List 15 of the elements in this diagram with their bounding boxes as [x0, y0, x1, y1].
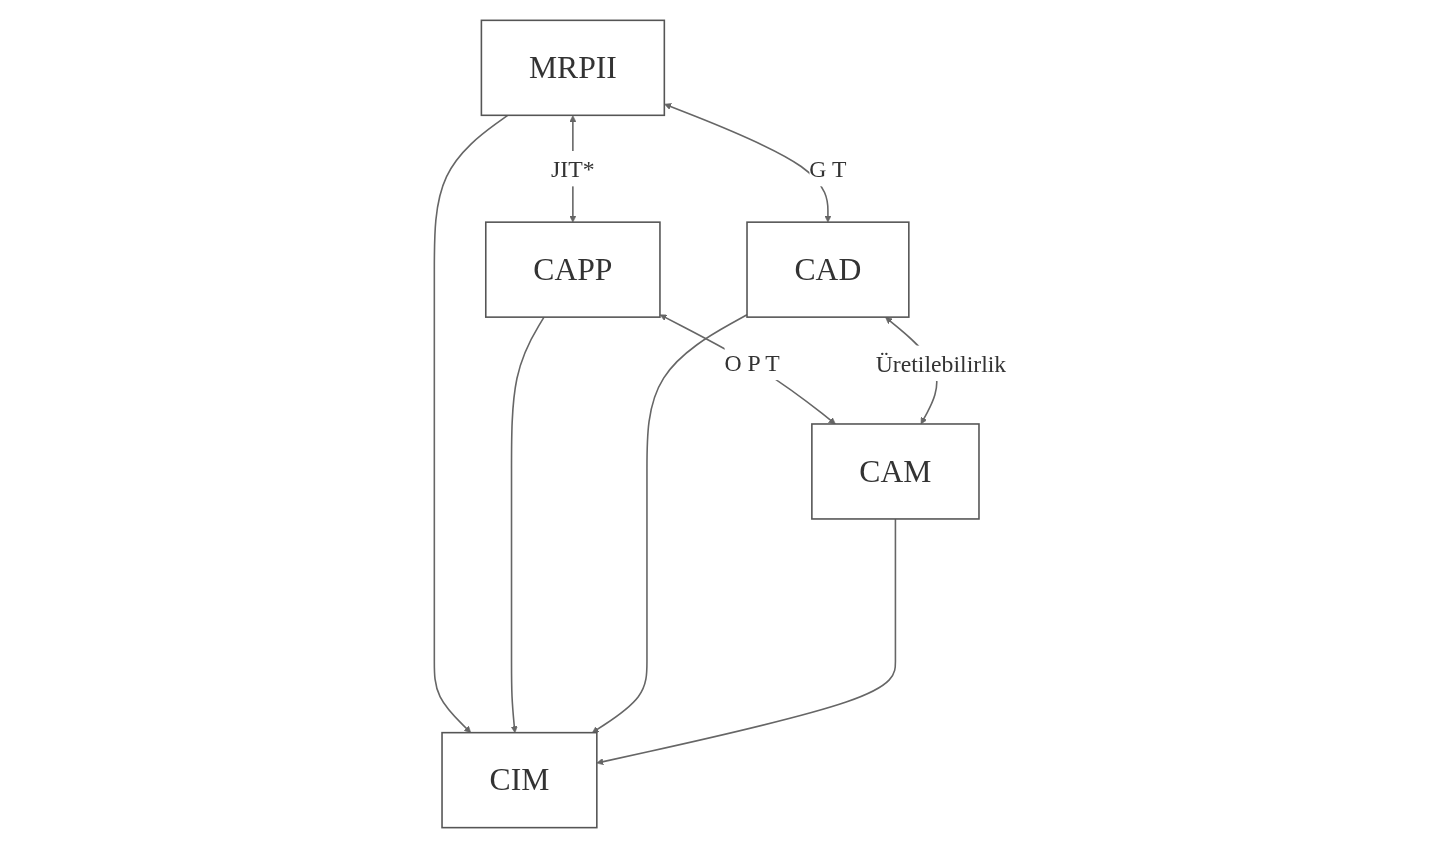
arrow	[596, 518, 896, 766]
arrow	[659, 314, 836, 425]
arrow	[433, 114, 509, 733]
node-box: CAM	[810, 423, 980, 520]
arrow	[591, 314, 748, 733]
node-box: CIM	[440, 731, 598, 829]
node-box: CAPP	[484, 221, 661, 318]
node-box: MRPII	[480, 19, 665, 117]
edge-label: G T	[809, 155, 847, 182]
edge-label: Üretilebilirlik	[875, 350, 1006, 377]
edge-label: JIT*	[550, 155, 595, 182]
arrow	[510, 316, 545, 733]
arrow	[664, 103, 832, 223]
node-box: CAD	[745, 221, 910, 318]
edge-label: O P T	[724, 349, 780, 376]
